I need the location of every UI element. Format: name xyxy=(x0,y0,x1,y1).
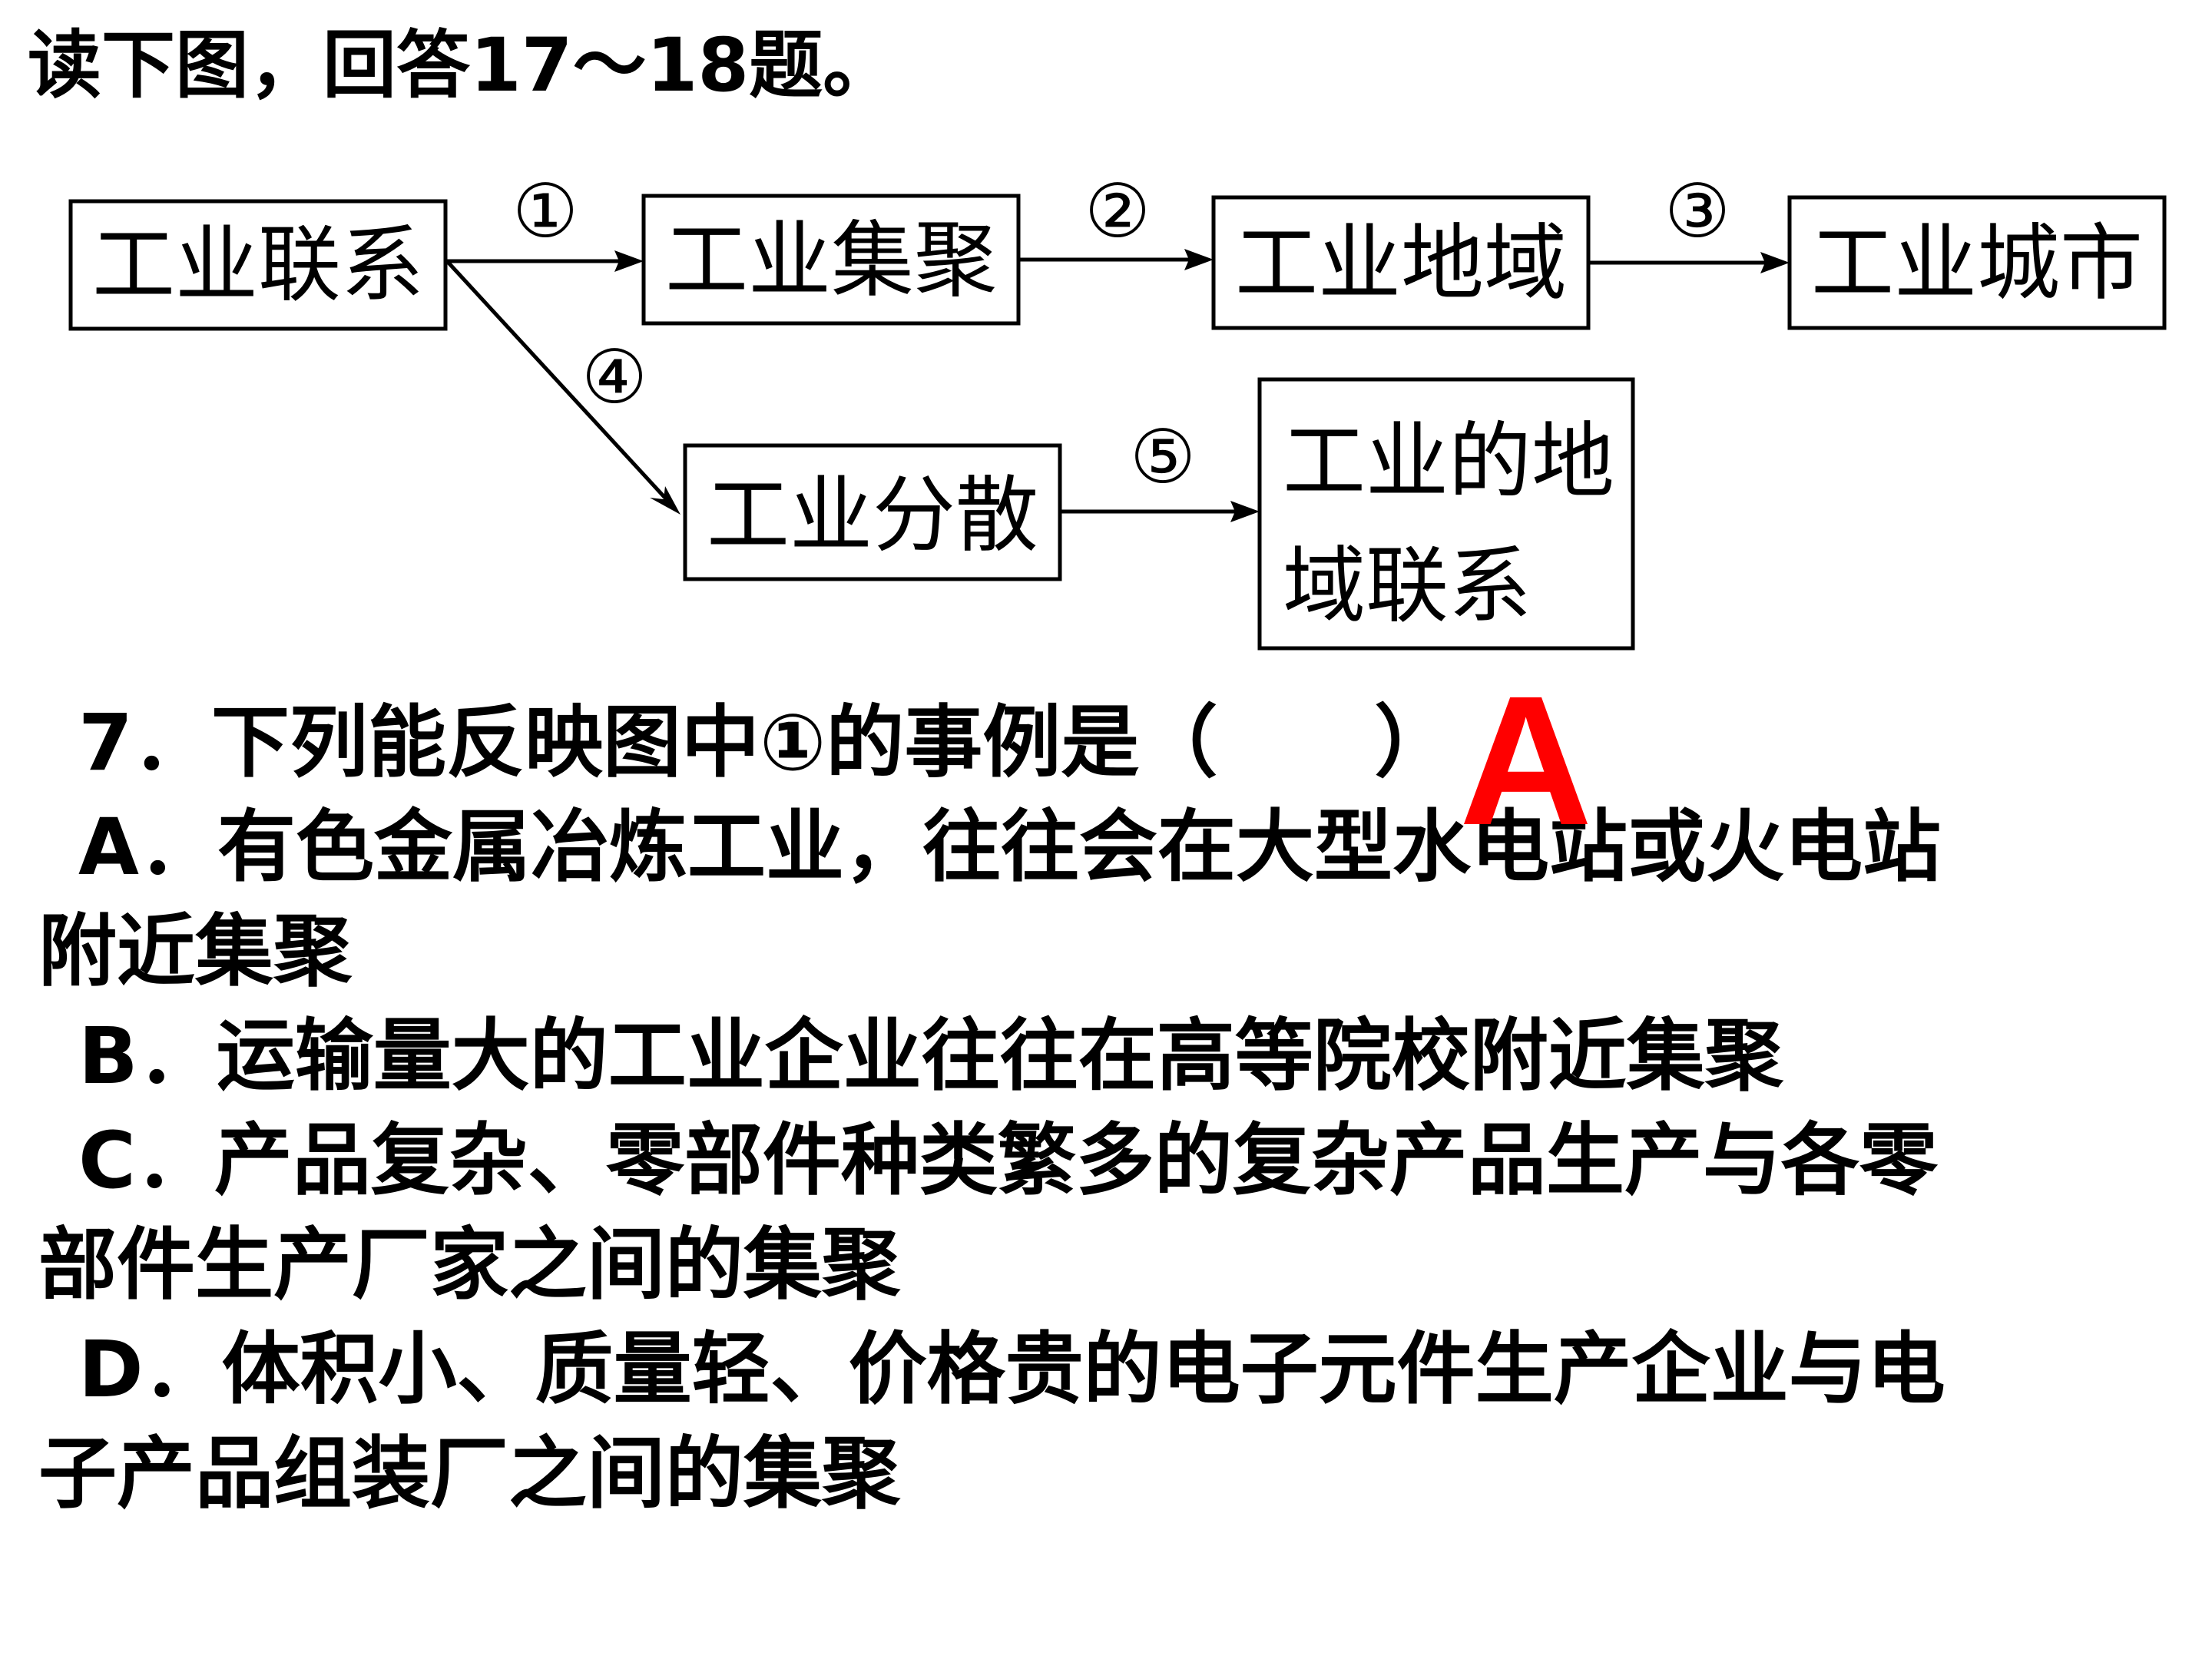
arrow-2-number: ② xyxy=(1084,168,1151,254)
option-c-line1: C．产品复杂、零部件种类繁多的复杂产品生产与各零 xyxy=(78,1115,1938,1207)
box-industrial-agglomeration xyxy=(641,194,1021,326)
question-block: 7．下列能反映图中①的事例是（ ） A．有色金属冶炼工业，往往会在大型水电站或火… xyxy=(38,691,2158,1527)
arrow-4-number: ④ xyxy=(581,334,647,420)
box-industrial-region xyxy=(1211,195,1591,330)
answer-mark: A xyxy=(1459,657,1593,863)
label-regional-link-line2: 域联系 xyxy=(1283,538,1532,634)
arrow-3-number: ③ xyxy=(1664,168,1730,254)
box-regional-link xyxy=(1257,377,1635,651)
arrow-1 xyxy=(447,250,644,272)
option-d-line1: D．体积小、质量轻、价格贵的电子元件生产企业与电 xyxy=(78,1324,1945,1416)
option-d-line2: 子产品组装厂之间的集聚 xyxy=(38,1429,900,1520)
arrow-5-number: ⑤ xyxy=(1130,414,1196,500)
label-industrial-link: 工业联系 xyxy=(92,217,424,313)
label-industrial-city: 工业城市 xyxy=(1811,216,2143,312)
arrow-2 xyxy=(1020,249,1214,270)
box-industrial-link xyxy=(68,199,448,331)
intro-text: 读下图，回答17～18题。 xyxy=(28,22,897,108)
label-industrial-region: 工业地域 xyxy=(1235,216,1567,312)
option-b: B．运输量大的工业企业往往在高等院校附近集聚 xyxy=(78,1011,1783,1102)
label-regional-link-line1: 工业的地 xyxy=(1283,414,1614,510)
label-industrial-agglomeration: 工业集聚 xyxy=(665,213,997,309)
option-c-line2: 部件生产厂家之间的集聚 xyxy=(38,1220,900,1311)
option-a-line1: A．有色金属冶炼工业，往往会在大型水电站或火电站 xyxy=(78,802,1941,893)
arrow-5 xyxy=(1061,501,1260,522)
arrow-3 xyxy=(1590,252,1790,273)
flow-diagram: 工业联系 工业集聚 工业地域 工业城市 工业分散 工业的地 域联系 ① ② ③ … xyxy=(68,168,2167,651)
option-a-line2: 附近集聚 xyxy=(38,906,352,998)
box-industrial-dispersion xyxy=(683,443,1062,581)
arrow-1-number: ① xyxy=(512,168,578,254)
question-stem: 7．下列能反映图中①的事例是（ ） xyxy=(78,697,1453,789)
arrow-4 xyxy=(445,260,680,515)
label-industrial-dispersion: 工业分散 xyxy=(707,468,1038,564)
